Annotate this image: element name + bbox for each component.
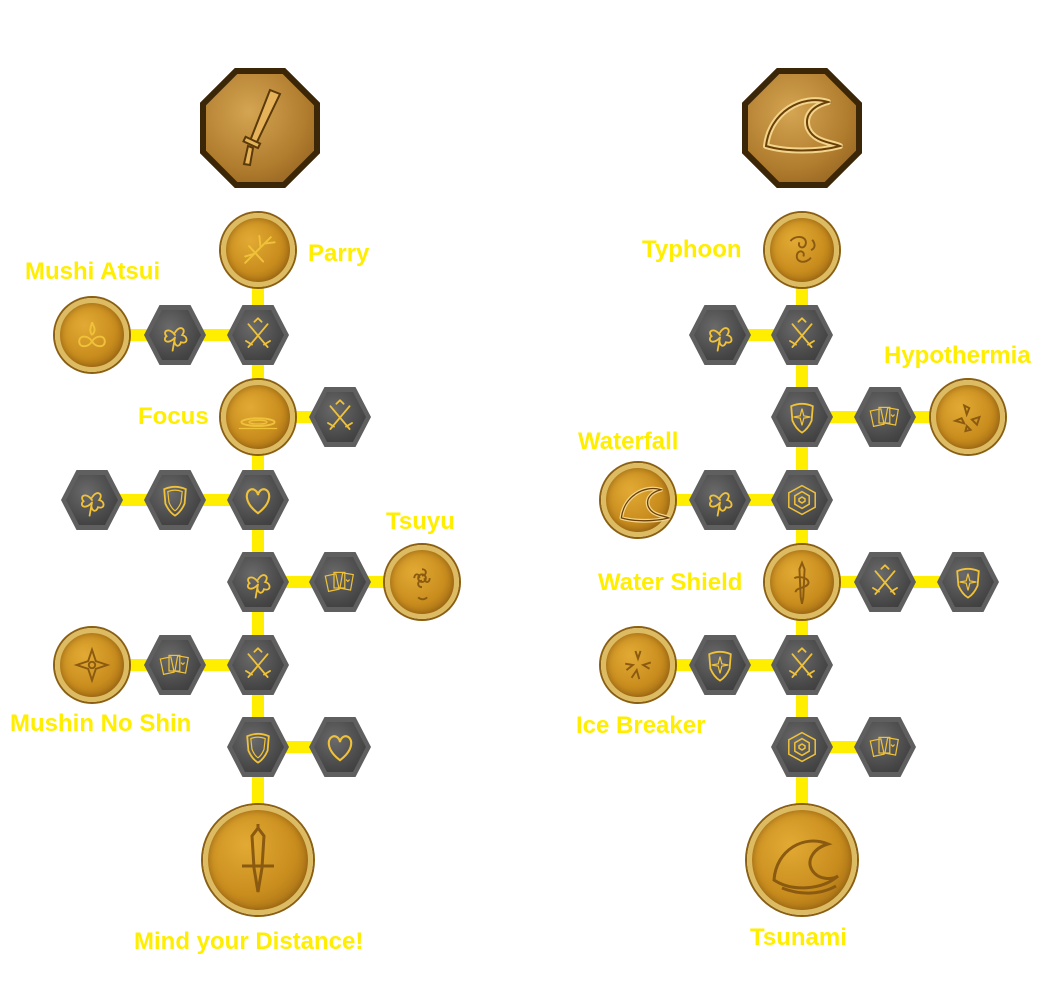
skill-node-parry[interactable] (221, 213, 295, 287)
hex-face (859, 722, 911, 772)
skill-node-hypothermia[interactable] (931, 380, 1005, 454)
ripple-icon (238, 417, 278, 430)
label-ice-breaker: Ice Breaker (576, 712, 706, 739)
spiral-icon (788, 731, 816, 763)
big-wave-icon (772, 839, 839, 895)
label-waterfall: Waterfall (578, 428, 679, 455)
label-tsuyu: Tsuyu (386, 508, 455, 535)
clover-icon (709, 327, 733, 352)
label-typhoon: Typhoon (642, 236, 742, 263)
tree-header-sword[interactable] (200, 68, 320, 188)
infinity-flame-icon (78, 321, 106, 348)
shield-icon (246, 732, 270, 764)
label-parry: Parry (308, 240, 370, 267)
clover-icon (81, 492, 105, 517)
hex-face (942, 557, 994, 607)
ultimate-node-tsunami[interactable] (747, 805, 857, 915)
shuriken-icon (73, 646, 111, 684)
ice-burst-icon (625, 650, 652, 680)
label-tsunami: Tsunami (750, 924, 847, 951)
perk-node-blades-2[interactable] (309, 387, 371, 447)
perk-node-clover-2[interactable] (61, 470, 123, 530)
crossed-blades-icon (245, 317, 271, 348)
crossed-blades-icon (789, 317, 815, 348)
clover-icon (709, 492, 733, 517)
perk-node-clover-3[interactable] (227, 552, 289, 612)
katana-icon (242, 88, 282, 167)
wave-icon (619, 486, 670, 523)
water-blade-icon (793, 560, 810, 604)
clover-icon (247, 574, 271, 599)
label-mind-your-distance: Mind your Distance! (134, 928, 364, 955)
label-mushi-atsui: Mushi Atsui (25, 258, 161, 285)
tree-header-face (748, 74, 856, 182)
cards-icon (324, 571, 354, 593)
skill-node-water-shield[interactable] (765, 545, 839, 619)
skill-node-ice-breaker[interactable] (601, 628, 675, 702)
star-shield-icon (790, 402, 814, 434)
perk-node-cards-1[interactable] (309, 552, 371, 612)
shards-icon (952, 403, 982, 433)
spiral-icon (788, 484, 816, 516)
crossed-blades-icon (789, 647, 815, 678)
hex-face (776, 722, 828, 772)
clover-icon (164, 327, 188, 352)
heart-icon (245, 488, 271, 515)
skill-node-mushin-no-shin[interactable] (55, 628, 129, 702)
crossed-blades-icon (872, 564, 898, 595)
hex-face (776, 475, 828, 525)
hex-face (859, 392, 911, 442)
slash-icon (244, 234, 276, 264)
crossed-blades-icon (245, 647, 271, 678)
tree-header-water[interactable] (742, 68, 862, 188)
label-water-shield: Water Shield (598, 569, 743, 596)
skill-node-mushi-atsui[interactable] (55, 298, 129, 372)
wave-icon (763, 97, 844, 154)
perk-node-clover-5[interactable] (689, 470, 751, 530)
label-focus: Focus (138, 403, 209, 430)
perk-node-heart-2[interactable] (309, 717, 371, 777)
skill-node-tsuyu[interactable] (385, 545, 459, 619)
flower-icon (413, 568, 431, 601)
label-mushin-no-shin: Mushin No Shin (10, 710, 192, 737)
hex-face (776, 392, 828, 442)
skill-node-waterfall[interactable] (601, 463, 675, 537)
label-hypothermia: Hypothermia (884, 342, 1031, 369)
swirl-icon (789, 236, 816, 263)
cards-icon (869, 736, 899, 758)
skill-node-typhoon[interactable] (765, 213, 839, 287)
crossed-blades-icon (327, 399, 353, 430)
heart-icon (327, 735, 353, 762)
star-shield-icon (956, 567, 980, 599)
star-shield-icon (708, 650, 732, 682)
shield-icon (163, 485, 187, 517)
skill-node-focus[interactable] (221, 380, 295, 454)
cards-icon (869, 406, 899, 428)
ultimate-node-mind-your-distance[interactable] (203, 805, 313, 915)
cards-icon (159, 654, 189, 676)
hex-face (694, 640, 746, 690)
dagger-icon (242, 824, 274, 893)
